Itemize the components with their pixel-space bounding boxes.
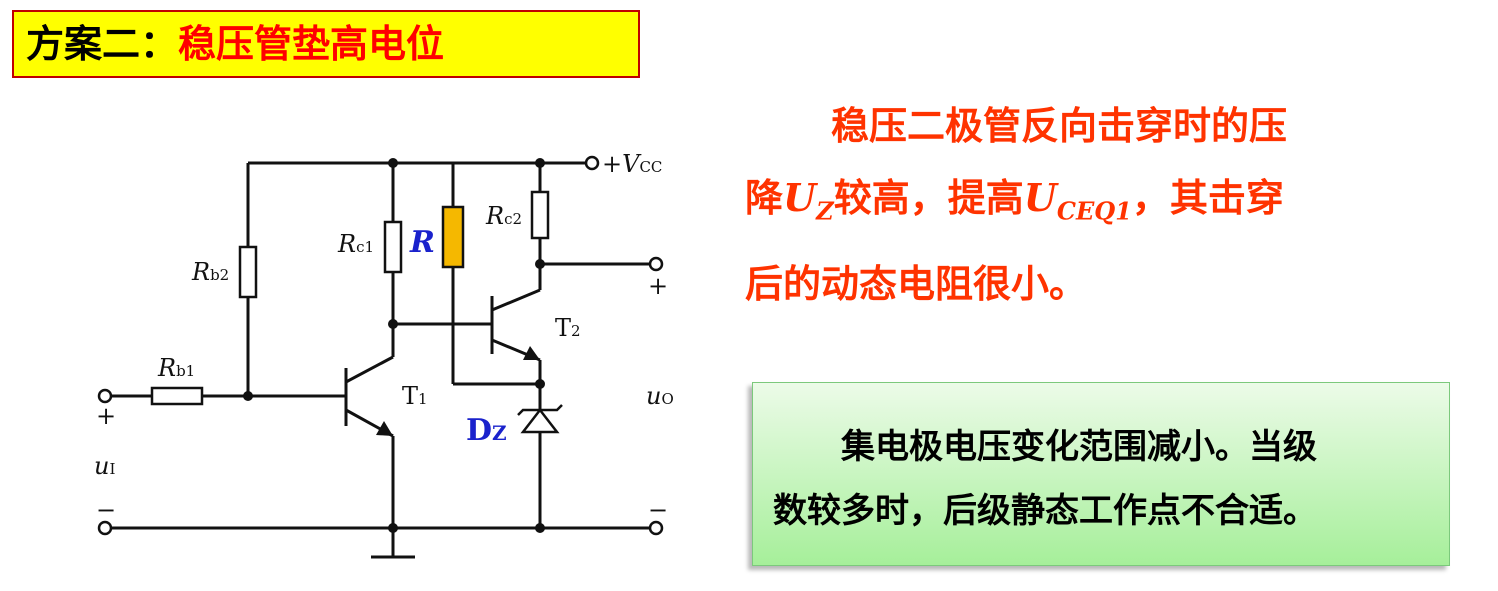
output-plus: +: [648, 272, 668, 300]
input-plus: +: [96, 402, 116, 430]
transistor-t1: [344, 355, 394, 438]
rc2-label: Rc2: [485, 202, 522, 230]
r-label: R: [409, 225, 435, 260]
paragraph-line-3: 后的动态电阻很小。: [745, 261, 1088, 306]
output-minus: −: [648, 496, 668, 524]
junction-dots: [243, 158, 545, 533]
input-minus: −: [96, 496, 116, 524]
uo-label: uO: [646, 382, 674, 410]
rb2-label: Rb2: [191, 258, 229, 286]
resistor-rb1: [150, 386, 204, 406]
paragraph-line-1: 稳压二极管反向击穿时的压: [831, 104, 1288, 148]
circuit-wires: [112, 161, 650, 559]
resistor-rc2: [530, 190, 550, 240]
t2-label: T2: [555, 314, 581, 342]
transistor-t2: [490, 288, 541, 362]
conclusion-box: 集电极电压变化范围减小。当级 数较多时，后级静态工作点不合适。: [752, 382, 1450, 566]
resistor-rb2: [238, 245, 258, 299]
conclusion-line-2: 数较多时，后级静态工作点不合适。: [773, 491, 1317, 531]
vcc-label: +VCC: [602, 150, 662, 178]
t2-emitter-arrow: [523, 346, 540, 360]
ui-label: uI: [94, 452, 115, 480]
conclusion-line-1: 集电极电压变化范围减小。当级: [841, 427, 1317, 467]
circuit-diagram: +VCC Rb2 Rc1 R Rc2 Rb1 T1 T2 DZ uI uO + …: [94, 150, 674, 559]
rc1-label: Rc1: [337, 230, 374, 258]
title-main: 稳压管垫高电位: [178, 22, 445, 66]
explanation-paragraph: 稳压二极管反向击穿时的压 降UZ较高，提高UCEQ1，其击穿 后的动态电阻很小。: [745, 90, 1445, 320]
dz-label: DZ: [466, 413, 507, 448]
zener-diode-dz: [517, 404, 563, 434]
t1-emitter-arrow: [376, 421, 393, 436]
resistor-r: [441, 205, 465, 269]
terminals: [97, 155, 664, 536]
rb1-label: Rb1: [157, 354, 195, 382]
uceq1-symbol: UCEQ1: [1023, 175, 1132, 226]
paragraph-line-2: 降UZ较高，提高UCEQ1，其击穿: [745, 175, 1284, 226]
title-banner: 方案二：稳压管垫高电位: [12, 10, 640, 78]
t1-label: T1: [402, 382, 428, 410]
uz-symbol: UZ: [783, 175, 834, 226]
resistor-rc1: [383, 220, 403, 274]
title-separator: ：: [140, 22, 179, 66]
title-prefix: 方案二: [26, 22, 141, 66]
